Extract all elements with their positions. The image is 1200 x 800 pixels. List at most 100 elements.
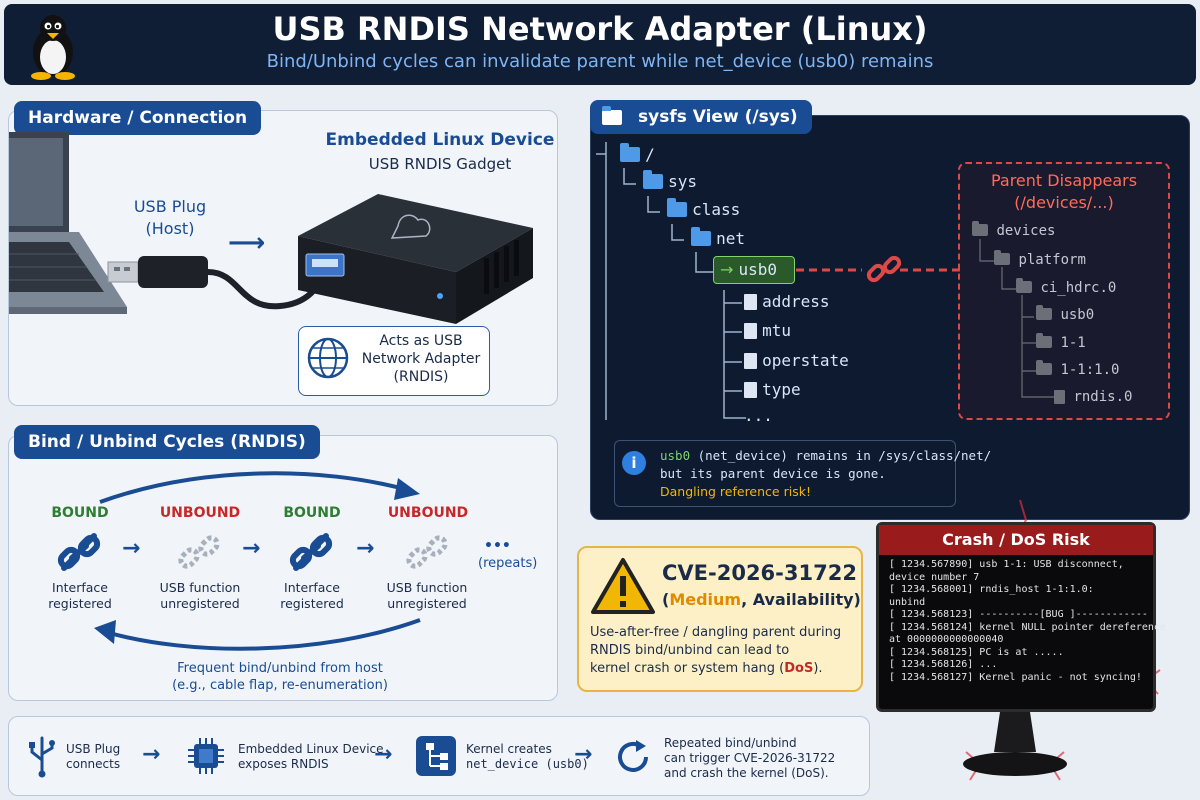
parent-title: Parent Disappears (/devices/...) bbox=[958, 170, 1170, 214]
parent-item-label: usb0 bbox=[1060, 307, 1095, 323]
bind-footer-line2: (e.g., cable flap, re-enumeration) bbox=[172, 678, 388, 693]
parent-item-platform: platform bbox=[994, 250, 1086, 268]
network-tree-icon bbox=[416, 736, 456, 776]
folder-icon bbox=[667, 198, 687, 217]
crash-log-line: [ 1234.568125] PC is at ..... bbox=[889, 646, 1064, 658]
tree-usb0[interactable]: → usb0 bbox=[713, 256, 795, 284]
arrow-right-icon: → bbox=[122, 536, 141, 561]
state-2-label-line2: unregistered bbox=[160, 596, 240, 611]
crash-log-line: [ 1234.568127] Kernel panic - not syncin… bbox=[889, 671, 1142, 683]
crash-log: [ 1234.567890] usb 1-1: USB disconnect, … bbox=[889, 559, 1166, 684]
flow-step-2-line1: Embedded Linux Device bbox=[238, 742, 384, 756]
tree-file-label: operstate bbox=[762, 351, 849, 370]
usb-plug-label-line1: USB Plug bbox=[133, 197, 207, 216]
tree-file-mtu[interactable]: mtu bbox=[744, 321, 791, 340]
state-1-label-line2: registered bbox=[48, 596, 112, 611]
refresh-icon bbox=[614, 738, 652, 776]
crash-log-line: device number 7 bbox=[889, 571, 980, 583]
crash-log-line: unbind bbox=[889, 596, 926, 608]
parent-disappears-box bbox=[958, 162, 1170, 420]
tree-file-label: mtu bbox=[762, 321, 791, 340]
tree-class[interactable]: class bbox=[667, 198, 740, 219]
cycle-arrows bbox=[80, 460, 440, 660]
info-line2: but its parent device is gone. bbox=[660, 466, 886, 481]
chain-link-icon bbox=[288, 530, 334, 574]
usb-plug-label: USB Plug (Host) bbox=[110, 196, 230, 240]
folder-icon bbox=[1016, 278, 1032, 293]
chain-link-icon bbox=[56, 530, 102, 574]
arrow-right-icon: → bbox=[374, 742, 393, 767]
state-1-status: BOUND bbox=[51, 505, 109, 521]
arrow-right-icon: → bbox=[356, 536, 375, 561]
flow-step-3-line2: net_device (usb0) bbox=[466, 757, 589, 771]
state-4-status: UNBOUND bbox=[387, 505, 469, 521]
sysfs-info-box bbox=[614, 440, 956, 507]
arrow-right-icon: → bbox=[574, 742, 593, 767]
device-title: Embedded Linux Device bbox=[325, 130, 555, 150]
parent-item-1-1: 1-1 bbox=[1036, 333, 1086, 351]
tree-root[interactable]: / bbox=[620, 143, 655, 164]
state-4-label: USB function unregistered bbox=[372, 580, 482, 612]
state-2-label-line1: USB function bbox=[159, 580, 241, 595]
tree-file-type[interactable]: type bbox=[744, 380, 801, 399]
tree-net[interactable]: net bbox=[691, 227, 745, 248]
file-icon bbox=[1054, 390, 1065, 404]
arrow-right-icon: → bbox=[142, 742, 161, 767]
info-line3: Dangling reference risk! bbox=[660, 484, 811, 499]
bind-cycle-tab: Bind / Unbind Cycles (RNDIS) bbox=[14, 425, 320, 459]
tree-file-address[interactable]: address bbox=[744, 292, 830, 311]
info-icon: i bbox=[622, 451, 646, 475]
rndis-callout-line3: (RNDIS) bbox=[393, 369, 449, 385]
flow-step-4-line2: can trigger CVE-2026-31722 bbox=[664, 751, 836, 765]
rndis-callout-text: Acts as USB Network Adapter (RNDIS) bbox=[356, 332, 486, 386]
rndis-callout bbox=[298, 326, 490, 396]
crash-log-line: [ 1234.568126] ... bbox=[889, 659, 998, 670]
file-icon bbox=[744, 323, 757, 339]
ellipsis-icon: ••• bbox=[484, 538, 511, 554]
linux-penguin-icon bbox=[24, 12, 82, 80]
chip-icon bbox=[186, 736, 226, 776]
tree-more-label: ... bbox=[744, 406, 773, 425]
parent-tree-connectors bbox=[960, 225, 1160, 415]
parent-item-label: platform bbox=[1018, 252, 1086, 268]
flow-step-4-line1: Repeated bind/unbind bbox=[664, 736, 797, 750]
tree-sys[interactable]: sys bbox=[643, 170, 697, 191]
parent-item-label: 1-1 bbox=[1060, 335, 1086, 351]
tree-usb0-label: usb0 bbox=[738, 260, 778, 279]
rndis-callout-line2: Network Adapter bbox=[361, 351, 481, 367]
flow-step-2-line2: exposes RNDIS bbox=[238, 757, 329, 771]
state-4-label-line2: unregistered bbox=[387, 596, 467, 611]
tree-file-operstate[interactable]: operstate bbox=[744, 351, 849, 370]
flow-step-3-line1: Kernel creates bbox=[466, 742, 552, 756]
tree-connectors bbox=[596, 140, 796, 430]
repeats-label: (repeats) bbox=[478, 556, 538, 571]
page-title: USB RNDIS Network Adapter (Linux) bbox=[272, 10, 928, 48]
cve-severity-open: ( bbox=[662, 590, 670, 609]
flow-step-1-line2: connects bbox=[66, 757, 121, 771]
state-3-label-line2: registered bbox=[280, 596, 344, 611]
file-icon bbox=[744, 353, 757, 369]
parent-item-label: devices bbox=[996, 223, 1056, 239]
parent-item-usb0: usb0 bbox=[1036, 305, 1095, 323]
crash-title: Crash / DoS Risk bbox=[879, 525, 1153, 555]
file-icon bbox=[744, 382, 757, 398]
state-1-label: Interface registered bbox=[30, 580, 130, 612]
sysfs-tab: sysfs View (/sys) bbox=[590, 100, 812, 134]
folder-icon bbox=[1036, 305, 1052, 320]
page-subtitle: Bind/Unbind cycles can invalidate parent… bbox=[266, 51, 934, 72]
folder-icon bbox=[602, 106, 622, 127]
globe-icon bbox=[306, 336, 350, 380]
folder-icon bbox=[1036, 360, 1052, 375]
bind-cycle-panel bbox=[8, 435, 558, 701]
cve-desc-dos: DoS bbox=[784, 661, 814, 676]
broken-parent-link bbox=[796, 255, 960, 292]
state-3-label: Interface registered bbox=[262, 580, 362, 612]
tree-file-label: address bbox=[762, 292, 830, 311]
monitor-stand bbox=[960, 712, 1070, 782]
rndis-callout-line1: Acts as USB bbox=[379, 333, 463, 349]
flow-step-3: Kernel creates net_device (usb0) bbox=[466, 742, 589, 772]
bind-footer-line1: Frequent bind/unbind from host bbox=[177, 661, 383, 676]
cve-desc-line3a: kernel crash or system hang ( bbox=[590, 661, 785, 676]
cve-desc-line2: RNDIS bind/unbind can lead to bbox=[590, 643, 790, 658]
folder-icon bbox=[691, 227, 711, 246]
